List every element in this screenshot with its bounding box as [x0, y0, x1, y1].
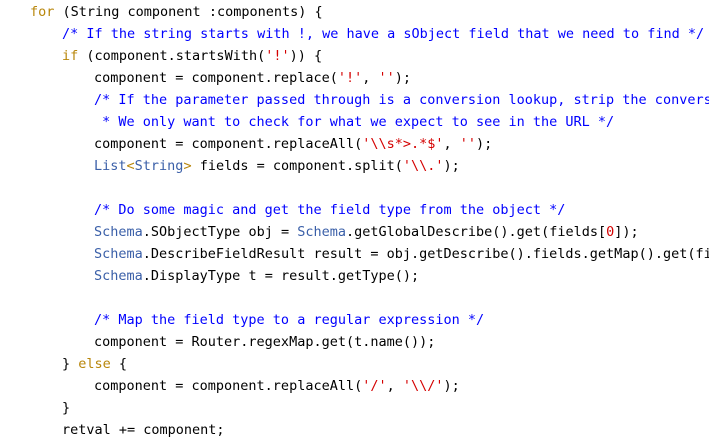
code-token-plain: component = Router.regexMap.get(t.name()… [94, 334, 436, 350]
code-token-plain: retval += component; [62, 422, 225, 438]
code-token-keyword: > [183, 158, 192, 174]
code-line: * We only want to check for what we expe… [94, 111, 614, 133]
code-token-plain: .SObjectType obj = [142, 224, 298, 240]
code-token-keyword: for [30, 4, 55, 20]
code-line: /* If the string starts with !, we have … [62, 23, 704, 45]
code-token-string: '\\s*>.*$' [362, 136, 444, 152]
code-token-type: List [94, 158, 127, 174]
code-token-plain: ); [443, 378, 460, 394]
code-token-number: 0 [606, 224, 615, 240]
code-token-string: '!' [337, 70, 363, 86]
code-token-plain: , [443, 136, 460, 152]
code-token-plain: fields = component.split( [191, 158, 403, 174]
code-token-plain: } [62, 356, 79, 372]
code-token-plain: ]); [614, 224, 639, 240]
code-token-plain: { [110, 356, 128, 372]
code-token-plain: } [62, 400, 71, 416]
code-token-string: '/' [362, 378, 387, 394]
code-token-type: Schema [94, 224, 143, 240]
code-token-comment: /* Do some magic and get the field type … [94, 202, 566, 218]
code-token-plain: ); [476, 136, 493, 152]
code-token-plain: component = component.replaceAll( [94, 378, 363, 394]
code-token-comment: /* If the string starts with !, we have … [62, 26, 705, 42]
code-token-comment: /* Map the field type to a regular expre… [94, 312, 485, 328]
code-token-keyword: < [126, 158, 135, 174]
code-token-plain: ); [443, 158, 460, 174]
code-token-plain: component = component.replace( [94, 70, 338, 86]
code-line: } [62, 397, 70, 419]
code-line: component = component.replaceAll('\\s*>.… [94, 133, 492, 155]
code-line: component = component.replace('!', ''); [94, 67, 411, 89]
code-token-plain: .DescribeFieldResult result = obj.getDes… [142, 246, 709, 262]
code-token-plain: component = component.replaceAll( [94, 136, 363, 152]
code-line: List<String> fields = component.split('\… [94, 155, 460, 177]
code-line: component = component.replaceAll('/', '\… [94, 375, 460, 397]
code-line: for (String component :components) { [30, 1, 323, 23]
code-line: /* If the parameter passed through is a … [94, 89, 709, 111]
code-line: Schema.SObjectType obj = Schema.getGloba… [94, 221, 639, 243]
code-token-plain: , [386, 378, 403, 394]
code-token-type: Schema [297, 224, 346, 240]
code-token-string: '' [378, 70, 395, 86]
code-token-comment: * We only want to check for what we expe… [94, 114, 615, 130]
code-token-plain: )) { [289, 48, 323, 64]
code-line: if (component.startsWith('!')) { [62, 45, 322, 67]
code-token-string: '' [459, 136, 477, 152]
code-token-comment: /* If the parameter passed through is a … [94, 92, 709, 108]
code-token-type: Schema [94, 246, 143, 262]
code-line: } else { [62, 353, 127, 375]
code-line: Schema.DisplayType t = result.getType(); [94, 265, 419, 287]
code-line: /* Map the field type to a regular expre… [94, 309, 484, 331]
code-token-plain: .getGlobalDescribe().get(fields[ [346, 224, 607, 240]
code-token-plain: (String component :components) { [54, 4, 323, 20]
code-token-plain: .DisplayType t = result.getType(); [142, 268, 420, 284]
code-token-plain: (component.startsWith( [78, 48, 266, 64]
code-token-plain: ); [394, 70, 412, 86]
code-line: retval += component; [62, 419, 225, 441]
code-token-keyword: else [78, 356, 111, 372]
code-line: Schema.DescribeFieldResult result = obj.… [94, 243, 709, 265]
code-token-string: '\\/' [402, 378, 444, 394]
code-token-keyword: if [62, 48, 79, 64]
code-token-plain: , [362, 70, 379, 86]
code-token-string: '!' [265, 48, 290, 64]
code-line: component = Router.regexMap.get(t.name()… [94, 331, 435, 353]
code-token-string: '\\.' [402, 158, 444, 174]
code-token-type: String [134, 158, 184, 174]
code-line: /* Do some magic and get the field type … [94, 199, 565, 221]
code-token-type: Schema [94, 268, 143, 284]
